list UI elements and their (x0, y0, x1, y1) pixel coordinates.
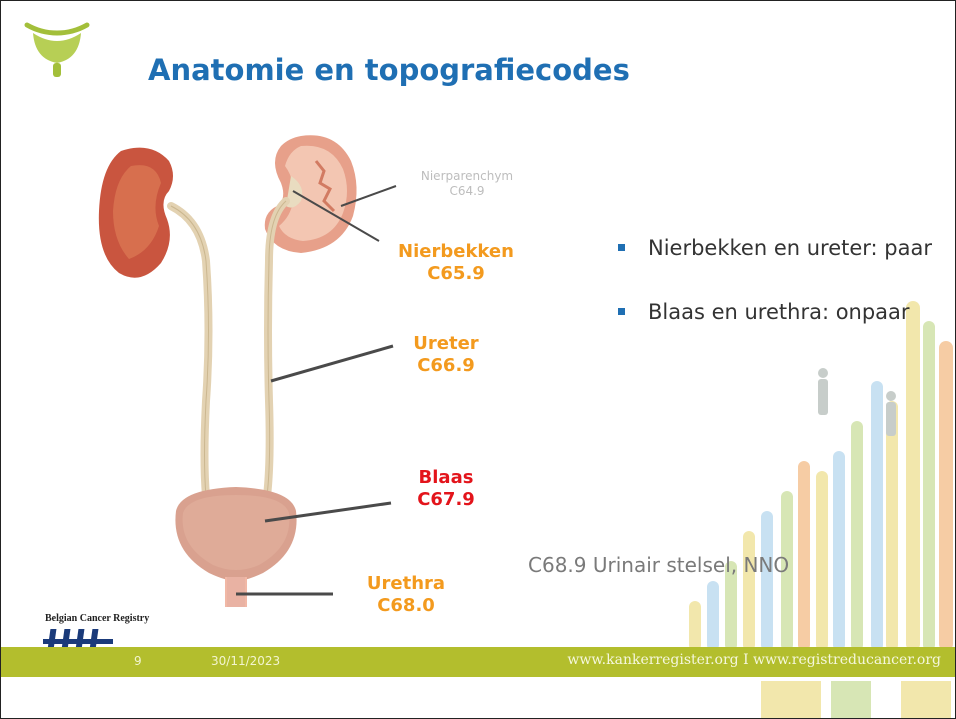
nierbekken-code: C65.9 (381, 263, 531, 285)
page-number: 9 (134, 654, 142, 668)
nierparenchym-name: Nierparenchym (397, 169, 537, 184)
blaas-name: Blaas (391, 467, 501, 489)
label-blaas: Blaas C67.9 (391, 467, 501, 511)
urethra-code: C68.0 (341, 595, 471, 617)
ureter-code: C66.9 (391, 355, 501, 377)
registry-name: Belgian Cancer Registry (45, 613, 149, 624)
label-urethra: Urethra C68.0 (341, 573, 471, 617)
urethra-name: Urethra (341, 573, 471, 595)
ureter-name: Ureter (391, 333, 501, 355)
nierparenchym-code: C64.9 (397, 184, 537, 199)
summary-code: C68.9 Urinair stelsel, NNO (528, 553, 789, 577)
bullet-text: Nierbekken en ureter: paar (648, 236, 932, 260)
footer-urls[interactable]: www.kankerregister.org I www.registreduc… (567, 652, 941, 668)
square-bullet-icon (618, 244, 625, 251)
bullet-list: Nierbekken en ureter: paar Blaas en uret… (618, 234, 948, 362)
label-nierparenchym: Nierparenchym C64.9 (397, 169, 537, 199)
footer-bar: 9 30/11/2023 www.kankerregister.org I ww… (1, 647, 955, 677)
nierbekken-name: Nierbekken (381, 241, 531, 263)
label-nierbekken: Nierbekken C65.9 (381, 241, 531, 285)
bullet-item: Nierbekken en ureter: paar (618, 234, 948, 262)
label-ureter: Ureter C66.9 (391, 333, 501, 377)
blaas-code: C67.9 (391, 489, 501, 511)
bullet-item: Blaas en urethra: onpaar (618, 298, 948, 326)
footer-date: 30/11/2023 (211, 654, 280, 668)
square-bullet-icon (618, 308, 625, 315)
bullet-text: Blaas en urethra: onpaar (648, 300, 910, 324)
